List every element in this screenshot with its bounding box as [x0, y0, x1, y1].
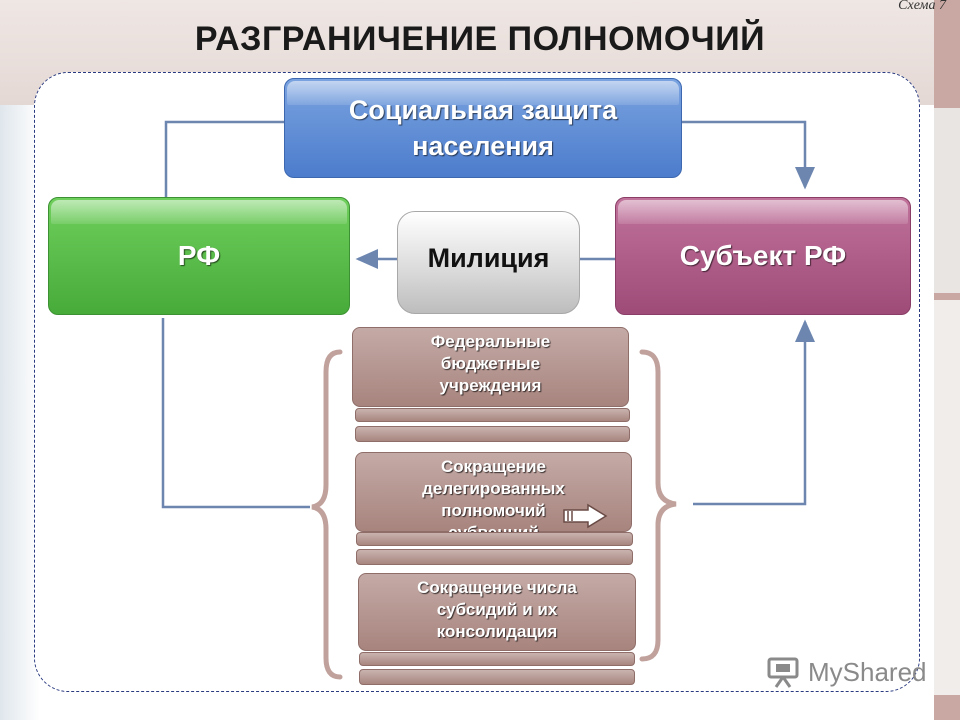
measure-1-line-2: бюджетные	[440, 354, 541, 373]
measure-1-plate-1	[355, 408, 630, 422]
subject-rf-label: Субъект РФ	[679, 240, 847, 271]
watermark: MyShared	[766, 655, 927, 689]
rf-box: РФ	[48, 197, 350, 315]
measure-1-line-3: учреждения	[439, 376, 542, 395]
measure-2-line-1: Сокращение	[441, 457, 546, 476]
measure-3-plate-2	[359, 669, 635, 685]
measure-2-plate-1	[356, 532, 633, 546]
militia-box: Милиция	[397, 211, 580, 314]
measure-2-line-2: делегированных	[422, 479, 565, 498]
scheme-label: Схема 7	[898, 0, 946, 13]
measure-3-line-2: субсидий и их	[436, 600, 558, 619]
watermark-text: MyShared	[808, 656, 927, 687]
social-protection-label-line1: Социальная защита	[348, 95, 618, 125]
page-title: РАЗГРАНИЧЕНИЕ ПОЛНОМОЧИЙ	[194, 20, 766, 58]
measure-3-line-3: консолидация	[436, 622, 558, 641]
measure-federal-institutions: Федеральные бюджетные учреждения	[352, 327, 629, 407]
measure-3-plate-1	[359, 652, 635, 666]
social-protection-label-line2: населения	[412, 131, 554, 161]
measure-1-plate-2	[355, 426, 630, 442]
background-fade	[0, 105, 40, 720]
measure-2-line-3: полномочий	[441, 501, 546, 520]
measure-1-line-1: Федеральные	[430, 332, 551, 351]
subject-rf-box: Субъект РФ	[615, 197, 911, 315]
measure-2-plate-2	[356, 549, 633, 565]
social-protection-box: Социальная защита населения	[284, 78, 682, 178]
measure-subsidies-consolidation: Сокращение числа субсидий и их консолида…	[358, 573, 636, 651]
presentation-icon	[767, 657, 799, 688]
right-decor-band	[934, 0, 960, 720]
rf-label: РФ	[177, 240, 221, 271]
right-arrow-icon	[563, 503, 608, 529]
measure-3-line-1: Сокращение числа	[417, 578, 577, 597]
militia-label: Милиция	[427, 243, 550, 273]
